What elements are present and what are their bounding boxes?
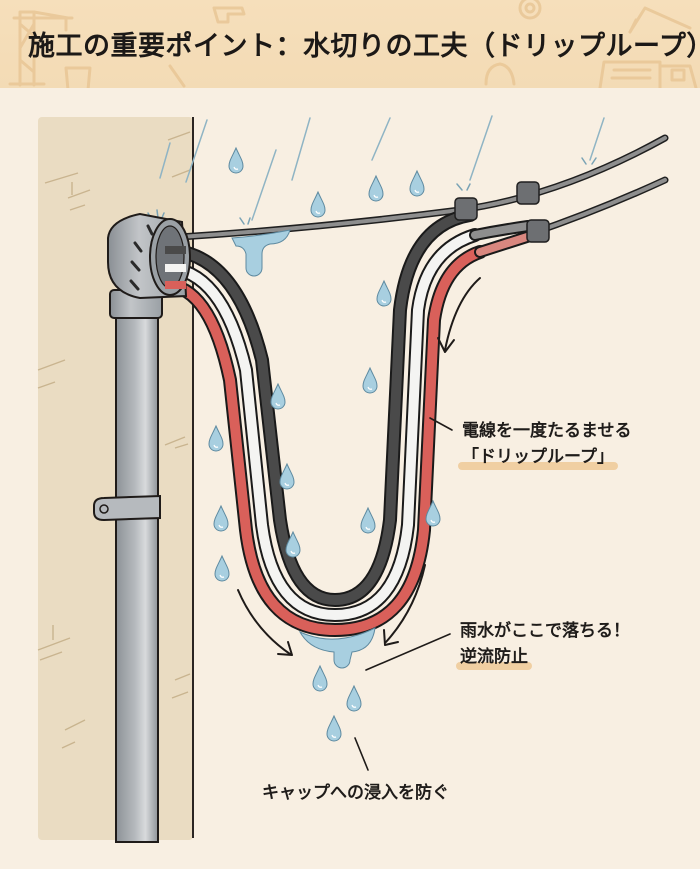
header-background-icons (8, 0, 698, 88)
cable-connectors (454, 181, 550, 243)
pipe-saddle-clamp (93, 494, 161, 522)
drip-loop-text-line1: 電線を一度たるませる (462, 421, 632, 441)
header-banner: 施工の重要ポイント：水切りの工夫（ドリップループ） (0, 0, 700, 88)
annotation-cap-protection: キャップへの浸入を防ぐ (262, 780, 449, 806)
drip-loop-wires (158, 208, 536, 638)
drop-point-text-line1: 雨水がここで落ちる！ (460, 621, 630, 641)
cap-protection-text: キャップへの浸入を防ぐ (262, 783, 449, 803)
page-title: 施工の重要ポイント：水切りの工夫（ドリップループ） (28, 31, 700, 62)
hammer-icon (212, 6, 246, 24)
excavator-icon (628, 6, 692, 34)
conduit-pipe (109, 289, 163, 843)
flow-arrows (237, 277, 481, 656)
water-drip-on-cable (231, 229, 291, 277)
truck-icon (598, 60, 698, 88)
arrow-left-bottom (237, 589, 291, 655)
paint-bucket-icon (64, 66, 92, 88)
drip-loop-illustration (37, 115, 669, 843)
arrow-right-bottom (385, 564, 426, 643)
annotation-drop-point: 雨水がここで落ちる！ 逆流防止 (456, 618, 630, 671)
screwdriver-icon (168, 64, 186, 88)
arrow-down-right-side (444, 277, 481, 351)
gear-icon (518, 0, 542, 20)
annotation-drip-loop: 電線を一度たるませる 「ドリップループ」 (458, 418, 632, 471)
rain-streaks (159, 115, 605, 221)
leader-lines (354, 417, 453, 771)
entrance-cap (107, 212, 191, 300)
water-pool-bottom (298, 627, 376, 669)
drop-point-text-line2: 逆流防止 (456, 644, 532, 671)
drip-loop-text-line2: 「ドリップループ」 (458, 444, 618, 471)
crane-icon (8, 10, 74, 87)
hard-hat-icon (484, 62, 516, 86)
